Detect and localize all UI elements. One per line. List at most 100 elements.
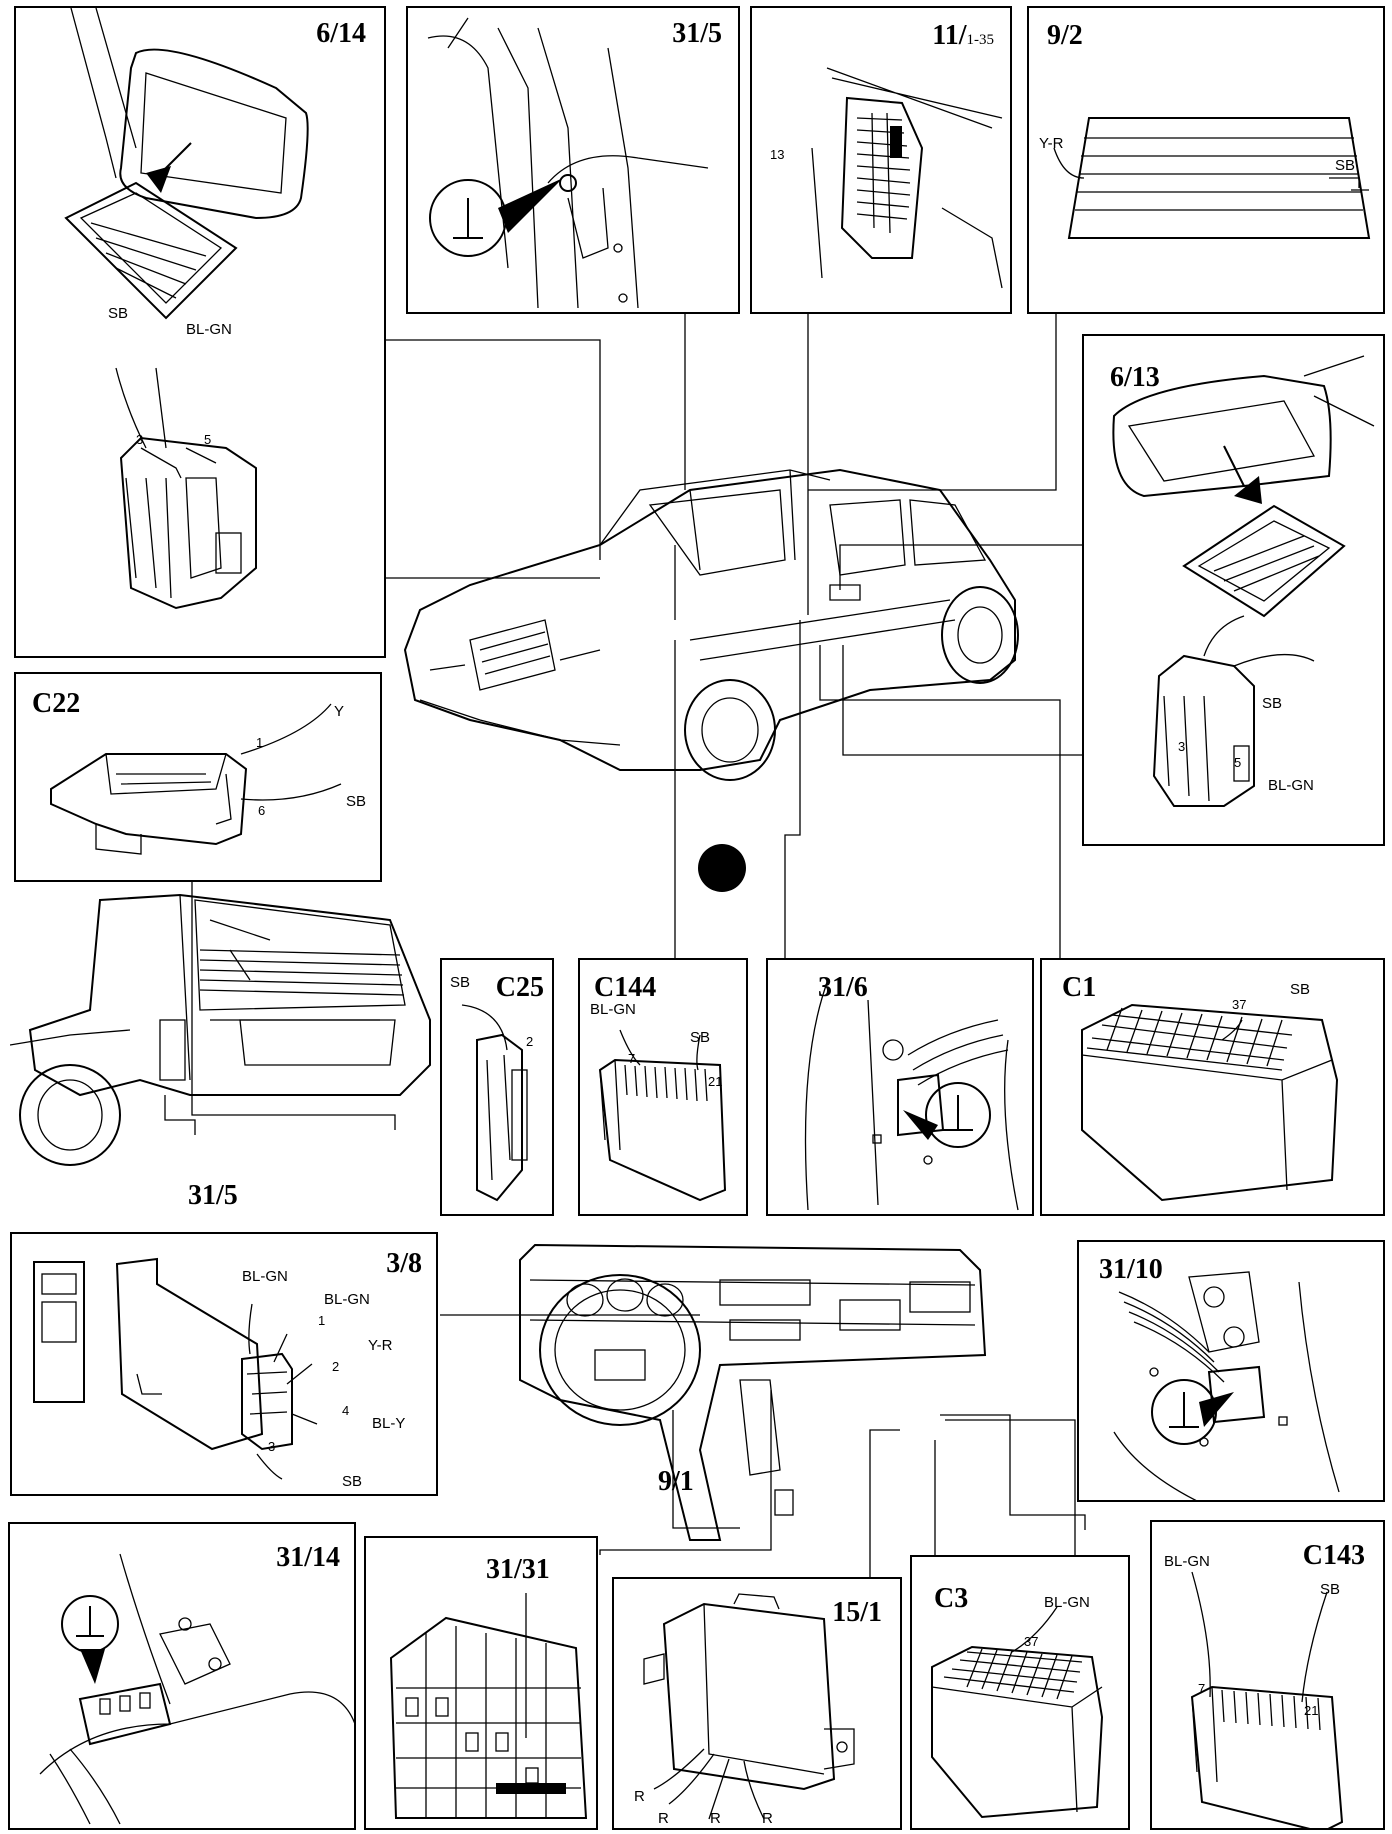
pin-number: 3 <box>1178 739 1186 754</box>
wire-label-sb: SB <box>108 305 129 322</box>
blot-mark <box>698 844 746 892</box>
pin-number: 7 <box>628 1051 636 1066</box>
panel-9-2: 9/2 Y-R SB <box>1027 6 1385 314</box>
ground-point-drawing <box>427 17 709 309</box>
connector-drawing <box>50 703 342 855</box>
pin-number: 5 <box>204 432 212 447</box>
panel-label: C25 <box>495 972 544 1003</box>
panel-15-1: 15/1 R R R R <box>612 1577 902 1830</box>
wire-label-sb: SB <box>450 974 471 991</box>
panel-3-8: 3/8 BL-GN BL-GN Y-R BL-Y SB 1 2 4 3 <box>10 1232 438 1496</box>
wire-label-bl-gn: BL-GN <box>1164 1553 1210 1570</box>
wire-label-bl-gn: BL-GN <box>242 1268 288 1285</box>
pin-number: 5 <box>1234 755 1242 770</box>
panel-label: 15/1 <box>832 1597 882 1628</box>
panel-label: 31/6 <box>818 972 868 1003</box>
wire-label-sb: SB <box>1335 157 1356 174</box>
pin-number: 6 <box>258 803 266 818</box>
rear-window-heater-drawing <box>1053 117 1371 239</box>
wire-label-sb: SB <box>1262 695 1283 712</box>
panel-31-6: 31/6 <box>766 958 1034 1216</box>
panel-label: 31/31 <box>486 1554 550 1585</box>
panel-label: 3/8 <box>386 1248 422 1279</box>
wire-label-bl-gn: BL-GN <box>186 321 232 338</box>
ground-point-drawing <box>39 1553 354 1825</box>
wire-label-bl-y: BL-Y <box>372 1415 406 1432</box>
pin-number: 37 <box>1024 1634 1039 1649</box>
mirror-heater-drawing <box>1112 355 1375 807</box>
pin-number: 1 <box>256 735 264 750</box>
pin-number: 2 <box>332 1359 340 1374</box>
panel-label: 9/2 <box>1047 20 1083 51</box>
panel-c3: C3 BL-GN 37 <box>910 1555 1130 1830</box>
panel-label: 6/14 <box>316 18 366 49</box>
panel-11-fusebox: 11/1-35 13 <box>750 6 1012 314</box>
pin-number: 7 <box>1198 1681 1206 1696</box>
switch-connector-drawing <box>33 1257 318 1480</box>
wire-label-bl-gn: BL-GN <box>1044 1594 1090 1611</box>
wire-label-sb: SB <box>346 793 367 810</box>
panel-c22: C22 Y SB 1 6 <box>14 672 382 882</box>
panel-label: C22 <box>32 688 81 719</box>
pin-number: 3 <box>136 432 144 447</box>
wire-label-r: R <box>634 1788 645 1805</box>
dashboard-illustration <box>519 1243 987 1541</box>
pin-number: 1 <box>318 1313 326 1328</box>
panel-label: 6/13 <box>1110 362 1160 393</box>
wire-label-sb: SB <box>1320 1581 1341 1598</box>
connector-drawing <box>931 1606 1104 1819</box>
pin-number: 21 <box>708 1074 723 1089</box>
control-module-drawing <box>643 1593 855 1820</box>
panel-label: 31/10 <box>1099 1254 1163 1285</box>
panel-c144: C144 BL-GN SB 7 21 <box>578 958 748 1216</box>
ground-point-drawing <box>804 979 1019 1211</box>
pin-number: 37 <box>1232 997 1247 1012</box>
panel-31-5-top: 31/5 <box>406 6 740 314</box>
panel-31-31: 31/31 <box>364 1536 598 1830</box>
pin-number: 4 <box>342 1403 350 1418</box>
panel-31-10: 31/10 <box>1077 1240 1385 1502</box>
panel-6-13: 6/13 SB BL-GN 3 5 <box>1082 334 1385 846</box>
wire-label-r: R <box>710 1810 721 1827</box>
panel-label: C3 <box>934 1583 969 1614</box>
wire-label-bl-gn: BL-GN <box>1268 777 1314 794</box>
panel-label: C1 <box>1062 972 1097 1003</box>
pin-number: 2 <box>526 1034 534 1049</box>
panel-label: 31/14 <box>276 1542 340 1573</box>
dashboard-callout-label: 9/1 <box>658 1466 694 1497</box>
panel-6-14: 6/14 SB BL-GN 3 5 <box>14 6 386 658</box>
ground-point-drawing <box>1113 1271 1340 1500</box>
fusebox-drawing <box>811 67 1003 289</box>
wire-label-r: R <box>658 1810 669 1827</box>
wire-label-y-r: Y-R <box>1039 135 1064 152</box>
panel-label: 11/1-35 <box>932 20 994 51</box>
panel-31-14: 31/14 <box>8 1522 356 1830</box>
panel-c1: C1 SB 37 <box>1040 958 1385 1216</box>
panel-label: C144 <box>594 972 657 1003</box>
rear-car-illustration: 31/5 <box>10 880 440 1220</box>
panel-c25: C25 SB 2 <box>440 958 554 1216</box>
central-electrical-unit-drawing <box>389 1593 588 1819</box>
wire-label-bl-gn: BL-GN <box>324 1291 370 1308</box>
panel-c143: C143 BL-GN SB 7 21 <box>1150 1520 1385 1830</box>
wire-label-bl-gn: BL-GN <box>590 1001 636 1018</box>
pin-number: 21 <box>1304 1703 1319 1718</box>
wire-label-y: Y <box>334 703 345 720</box>
central-car-illustration <box>403 468 1019 781</box>
wagon-rear-drawing <box>10 893 431 1166</box>
connector-drawing <box>598 1029 727 1202</box>
pin-number: 3 <box>268 1439 276 1454</box>
wire-label-y-r: Y-R <box>368 1337 393 1354</box>
rear-callout-label: 31/5 <box>188 1180 238 1211</box>
wire-label-sb: SB <box>690 1029 711 1046</box>
pin-number: 13 <box>770 147 785 162</box>
wire-label-sb: SB <box>342 1473 363 1490</box>
connector-drawing <box>1190 1571 1344 1828</box>
panel-label: C143 <box>1302 1540 1365 1571</box>
connector-drawing <box>461 1004 528 1202</box>
connector-drawing <box>1081 1003 1339 1202</box>
wire-label-r: R <box>762 1810 773 1827</box>
panel-label: 31/5 <box>672 18 722 49</box>
mirror-heater-drawing <box>64 8 309 610</box>
